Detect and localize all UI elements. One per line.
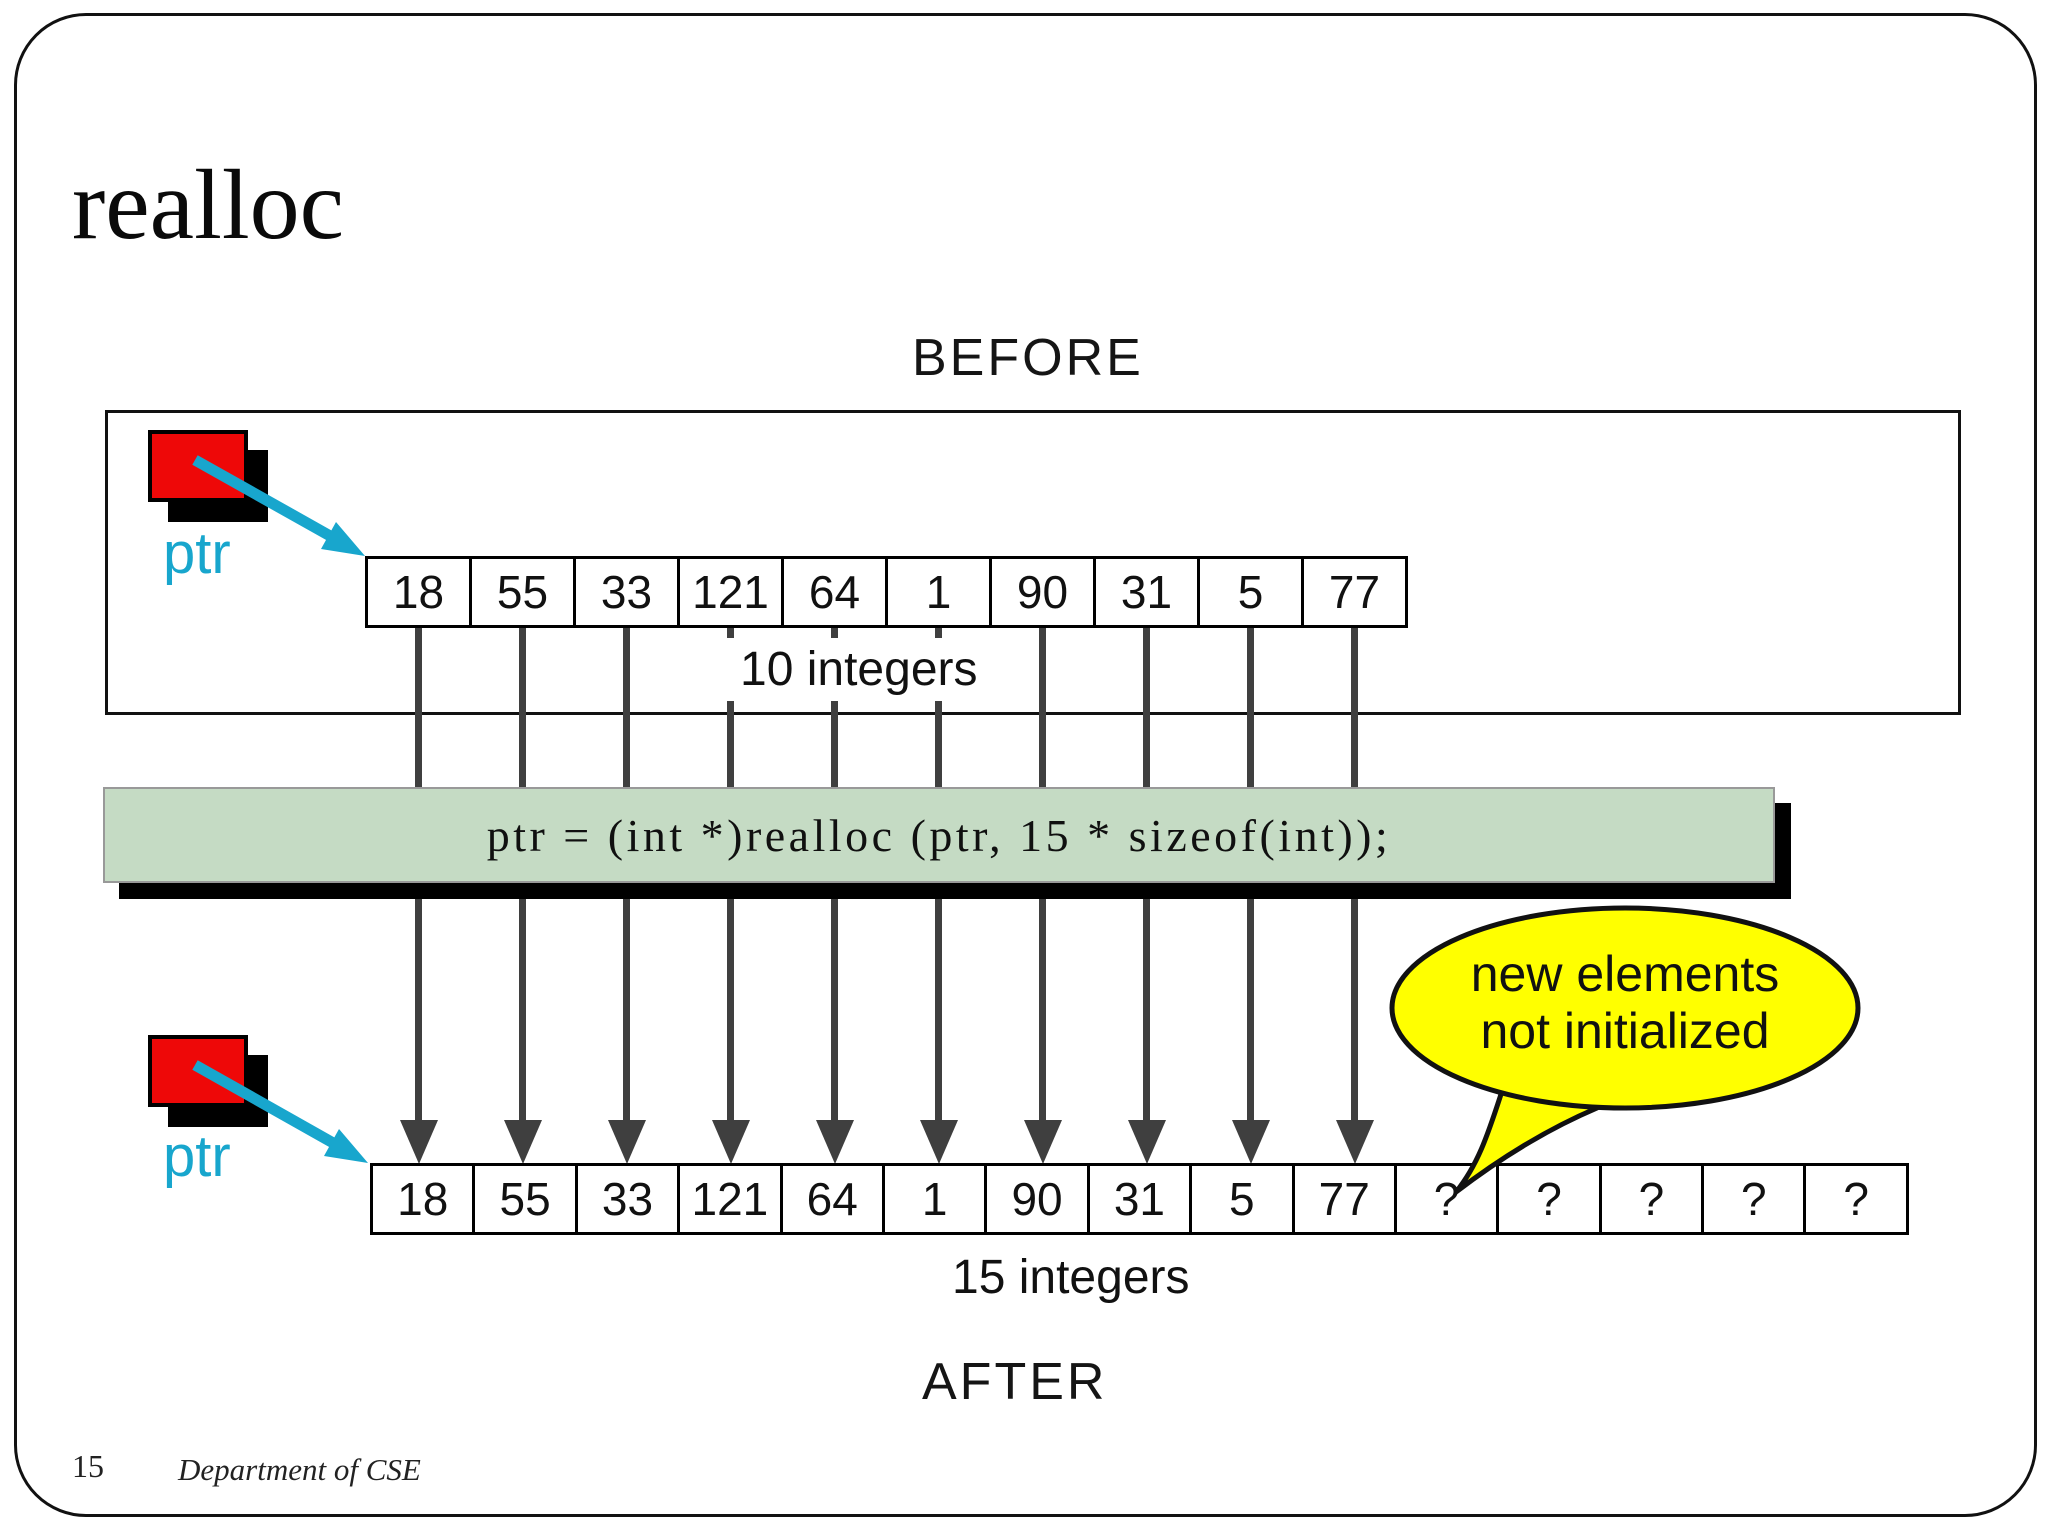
copy-arrow-head-icon — [711, 1120, 750, 1164]
array-cell: 64 — [781, 556, 888, 628]
array-cell: 31 — [1093, 556, 1200, 628]
array-cell: ? — [1598, 1163, 1705, 1235]
after-size-label: 15 integers — [952, 1251, 1190, 1304]
callout-line2: not initialized — [1480, 1003, 1770, 1059]
callout-bubble — [1389, 905, 1861, 1195]
callout-text: new elements not initialized — [1400, 946, 1850, 1060]
pointer-label: ptr — [163, 521, 231, 586]
after-array: 18 55 33 121 64 1 90 31 5 77 ? ? ? ? ? — [370, 1163, 1909, 1235]
array-cell: ? — [1393, 1163, 1500, 1235]
before-memory-box — [105, 410, 1961, 715]
before-size-label: 10 integers — [726, 638, 992, 701]
array-cell: 121 — [677, 556, 784, 628]
array-cell: 64 — [779, 1163, 885, 1235]
realloc-code-box: ptr = (int *)realloc (ptr, 15 * sizeof(i… — [103, 787, 1775, 883]
slide-border — [14, 13, 2037, 1517]
after-label: AFTER — [922, 1353, 1108, 1411]
copy-arrow-head-icon — [607, 1120, 646, 1164]
copy-arrow-head-icon — [1335, 1120, 1374, 1164]
copy-arrow-head-icon — [1023, 1120, 1062, 1164]
copy-arrow-head-icon — [399, 1120, 438, 1164]
array-cell: ? — [1803, 1163, 1909, 1235]
copy-arrow-head-icon — [503, 1120, 542, 1164]
pointer-arrow-icon — [192, 1060, 368, 1163]
array-cell: 77 — [1291, 1163, 1397, 1235]
page-number: 15 — [72, 1448, 104, 1484]
array-cell: 121 — [677, 1163, 783, 1235]
array-cell: 55 — [472, 1163, 578, 1235]
pointer-label: ptr — [163, 1124, 231, 1189]
array-cell: 90 — [984, 1163, 1090, 1235]
array-cell: 1 — [881, 1163, 988, 1235]
realloc-code-text: ptr = (int *)realloc (ptr, 15 * sizeof(i… — [486, 809, 1392, 861]
array-cell: 1 — [885, 556, 992, 628]
array-cell: 33 — [574, 1163, 681, 1235]
copy-arrow-head-icon — [1231, 1120, 1270, 1164]
array-cell: 18 — [370, 1163, 476, 1235]
pointer-arrow-icon — [192, 455, 365, 556]
array-cell: ? — [1701, 1163, 1807, 1235]
copy-arrow-head-icon — [919, 1120, 958, 1164]
array-cell: 31 — [1086, 1163, 1193, 1235]
copy-arrow-head-icon — [1127, 1120, 1166, 1164]
array-cell: 5 — [1189, 1163, 1295, 1235]
copy-arrow-head-icon — [815, 1120, 854, 1164]
array-cell: 90 — [989, 556, 1096, 628]
array-cell: 77 — [1301, 556, 1408, 628]
array-cell: 55 — [469, 556, 576, 628]
before-label: BEFORE — [912, 329, 1144, 387]
array-cell: 5 — [1197, 556, 1304, 628]
array-cell: 33 — [573, 556, 680, 628]
callout-line1: new elements — [1470, 946, 1780, 1002]
array-cell: ? — [1496, 1163, 1602, 1235]
before-array: 18 55 33 121 64 1 90 31 5 77 — [365, 556, 1408, 628]
slide-title: realloc — [72, 149, 345, 260]
footer-department: Department of CSE — [178, 1452, 421, 1487]
